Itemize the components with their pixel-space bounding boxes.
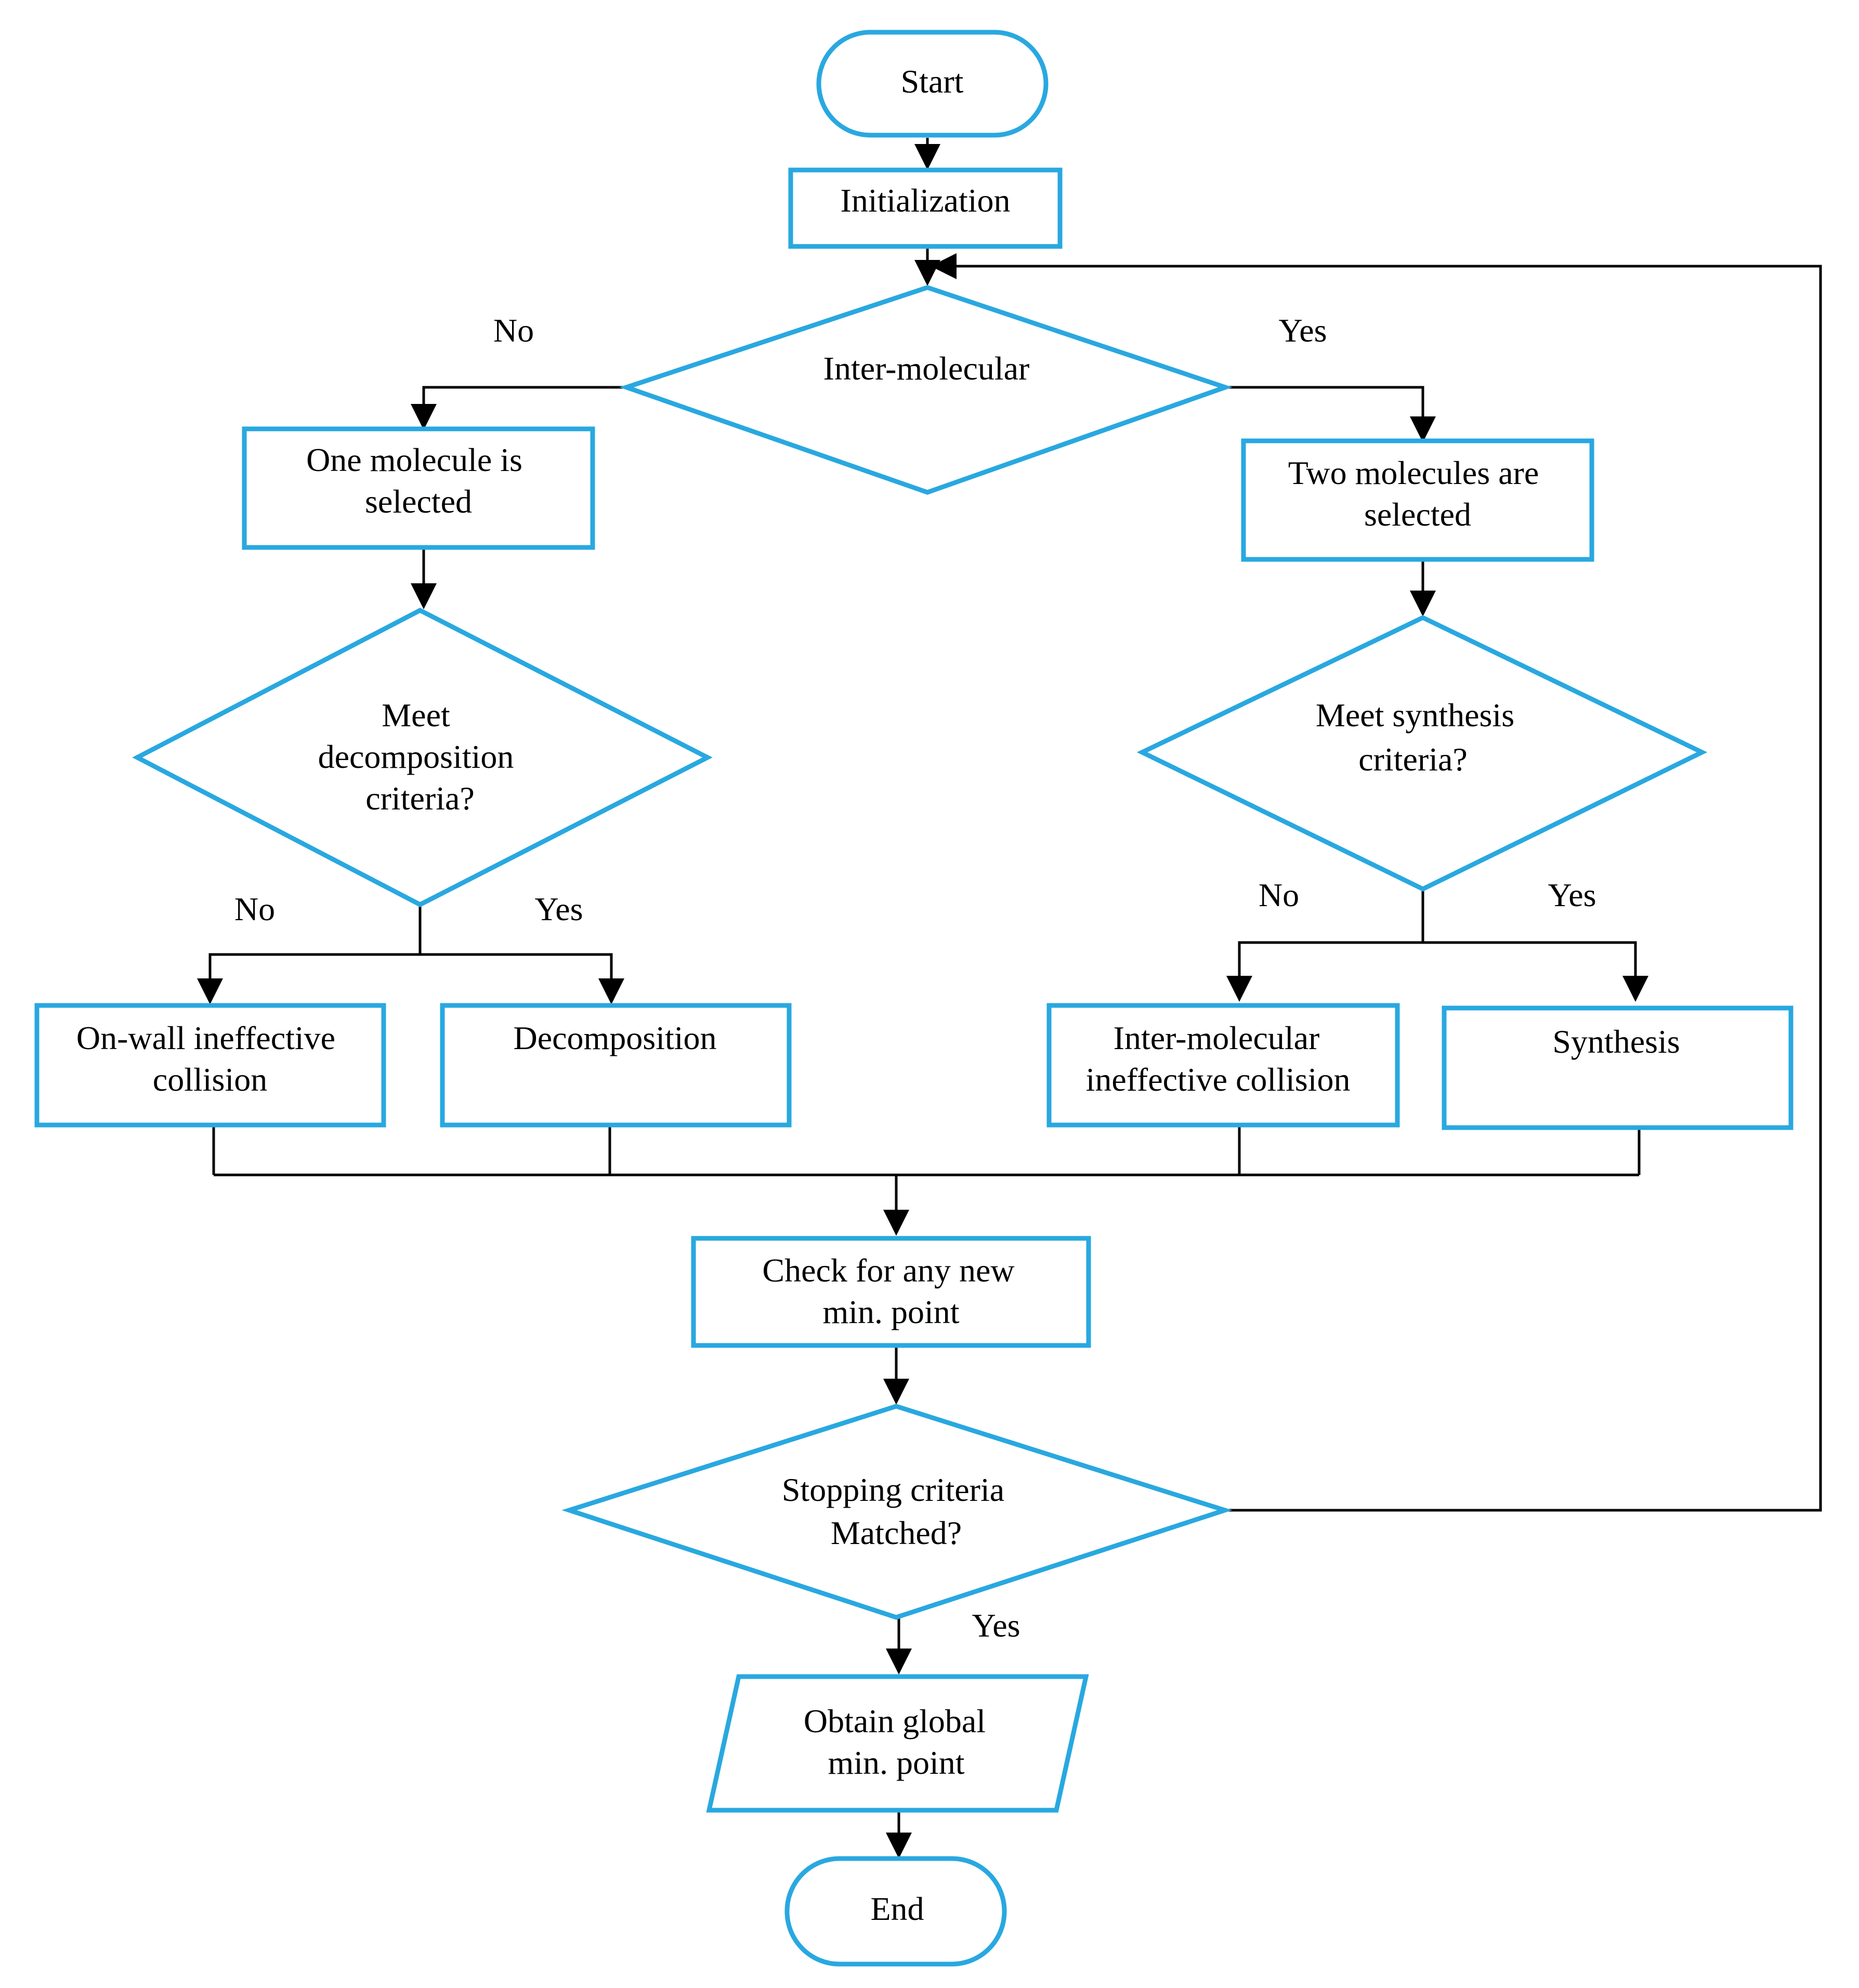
decomp-line-2: decomposition	[318, 738, 514, 775]
synthesis-node: Synthesis	[1442, 1005, 1793, 1130]
synth-decision-node: Meet synthesis criteria?	[1136, 615, 1708, 892]
decomposition-process	[440, 1003, 792, 1128]
start-terminal	[816, 30, 1049, 138]
start-label: Start	[901, 63, 964, 100]
one-molecule-process	[242, 426, 595, 550]
decomposition-node: Decomposition	[440, 1003, 792, 1128]
stop-line-2: Matched?	[831, 1514, 962, 1551]
two-molecules-line-2: selected	[1364, 496, 1471, 533]
inter-decision	[619, 285, 1233, 495]
end-label: End	[870, 1890, 924, 1927]
init-label: Initialization	[841, 182, 1011, 219]
synthesis-process	[1442, 1005, 1793, 1130]
one-molecule-line-2: selected	[365, 483, 472, 520]
decomp-line-1: Meet	[382, 697, 450, 734]
synthesis-label: Synthesis	[1552, 1023, 1680, 1060]
connector-synth-no	[1226, 941, 1423, 1002]
connectors	[197, 138, 1822, 1859]
obtain-label: Obtain global min. point	[804, 1703, 994, 1781]
check-line-2: min. point	[822, 1293, 959, 1330]
synth-decision-label: Meet synthesis criteria?	[1316, 697, 1523, 778]
inter-decision-label: Inter-molecular	[823, 350, 1030, 387]
decomp-no-label: No	[234, 891, 275, 927]
synth-decision	[1136, 615, 1708, 892]
start-node: Start	[816, 30, 1049, 138]
stop-yes-label: Yes	[972, 1607, 1020, 1644]
onwall-label: On-wall ineffective collision	[76, 1019, 344, 1098]
branch-labels: No Yes No Yes No Yes Yes	[234, 312, 1596, 1644]
end-node: End	[784, 1856, 1007, 1967]
one-molecule-label: One molecule is selected	[306, 441, 531, 520]
check-node: Check for any new min. point	[691, 1236, 1091, 1348]
two-molecules-label: Two molecules are selected	[1288, 454, 1547, 533]
two-molecules-process	[1241, 438, 1594, 562]
inter-ineffective-line-1: Inter-molecular	[1114, 1019, 1320, 1056]
onwall-line-1: On-wall ineffective	[76, 1019, 335, 1056]
decomp-line-3: criteria?	[365, 780, 475, 817]
init-node: Initialization	[788, 167, 1063, 249]
stop-decision-node: Stopping criteria Matched?	[561, 1404, 1233, 1620]
two-molecules-node: Two molecules are selected	[1241, 438, 1594, 562]
decomp-decision-node: Meet decomposition criteria?	[132, 607, 713, 908]
inter-ineffective-process	[1046, 1003, 1400, 1128]
obtain-line-2: min. point	[828, 1744, 964, 1781]
stop-line-1: Stopping criteria	[782, 1471, 1004, 1508]
decomposition-label: Decomposition	[513, 1019, 716, 1056]
stop-decision	[561, 1404, 1233, 1620]
one-molecule-node: One molecule is selected	[242, 426, 595, 550]
connector-synth-yes	[1423, 941, 1648, 1002]
decomp-yes-label: Yes	[534, 891, 583, 927]
inter-no-label: No	[493, 312, 534, 349]
decomp-decision-label: Meet decomposition criteria?	[318, 697, 522, 817]
onwall-node: On-wall ineffective collision	[34, 1003, 386, 1128]
obtain-io	[706, 1674, 1089, 1813]
check-line-1: Check for any new	[762, 1252, 1014, 1289]
inter-decision-node: Inter-molecular	[619, 285, 1233, 495]
connector-inter-yes	[1225, 386, 1436, 442]
synth-yes-label: Yes	[1548, 877, 1596, 913]
inter-ineffective-label: Inter-molecular ineffective collision	[1086, 1019, 1351, 1098]
init-process	[788, 167, 1063, 249]
one-molecule-line-1: One molecule is	[306, 441, 522, 478]
decomp-decision	[132, 607, 713, 908]
check-label: Check for any new min. point	[762, 1252, 1023, 1330]
check-process	[691, 1236, 1091, 1348]
end-terminal	[784, 1856, 1007, 1967]
obtain-line-1: Obtain global	[804, 1703, 986, 1740]
two-molecules-line-1: Two molecules are	[1288, 454, 1539, 491]
onwall-process	[34, 1003, 386, 1128]
obtain-node: Obtain global min. point	[706, 1674, 1089, 1813]
inter-ineffective-line-2: ineffective collision	[1086, 1061, 1351, 1098]
stop-decision-label: Stopping criteria Matched?	[782, 1471, 1013, 1551]
connector-stop-no-loop	[931, 253, 1822, 1512]
connector-decomp-no	[197, 953, 420, 1004]
connector-inter-no	[411, 386, 626, 430]
onwall-line-2: collision	[153, 1061, 267, 1098]
synth-line-1: Meet synthesis	[1316, 697, 1514, 734]
connector-decomp-yes	[420, 953, 624, 1004]
synth-line-2: criteria?	[1358, 741, 1468, 778]
inter-ineffective-node: Inter-molecular ineffective collision	[1046, 1003, 1400, 1128]
inter-yes-label: Yes	[1278, 312, 1327, 349]
synth-no-label: No	[1259, 877, 1299, 913]
